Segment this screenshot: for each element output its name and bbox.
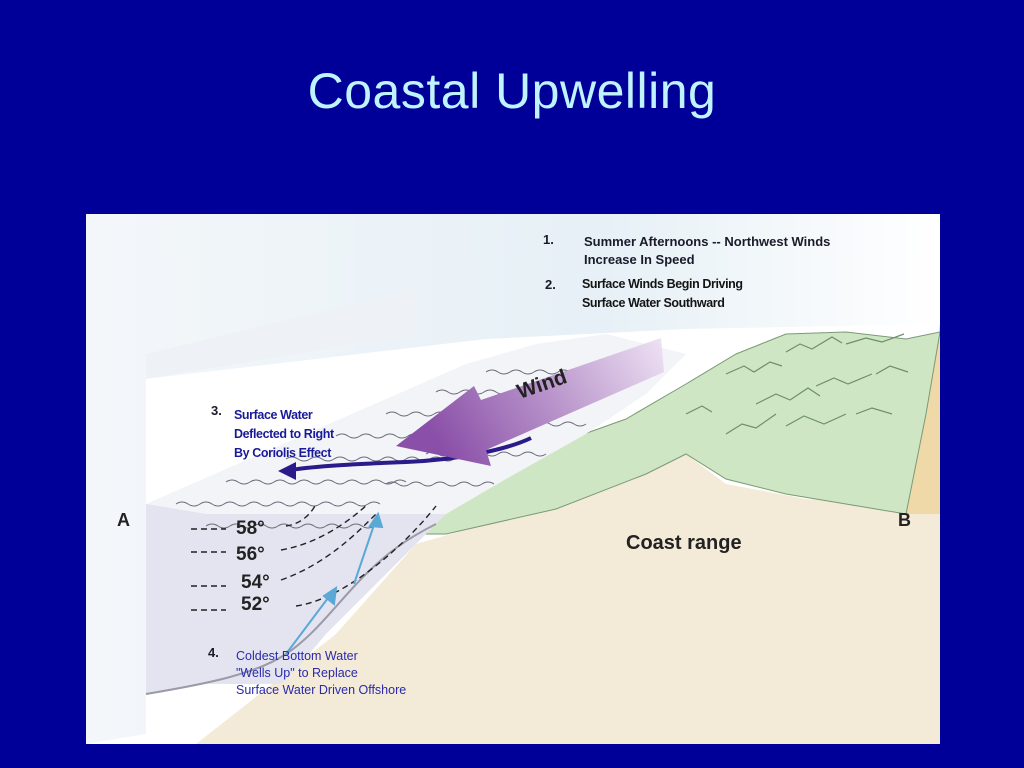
step-2-line-2: Surface Water Southward	[582, 296, 725, 310]
isotherm-lines	[191, 503, 437, 611]
step-2-number: 2.	[545, 277, 556, 292]
step-3-line-3: By Coriolis Effect	[234, 446, 331, 460]
land-side	[901, 324, 940, 514]
temp-52: 52°	[241, 594, 270, 615]
upwelling-arrows	[285, 511, 384, 655]
isotherm-58	[191, 503, 317, 530]
sea-floor	[145, 523, 437, 695]
step-4-text: Coldest Bottom Water "Wells Up" to Repla…	[236, 648, 406, 699]
step-1-number: 1.	[543, 232, 554, 247]
step-3-text: Surface Water Deflected to Right By Cori…	[234, 406, 334, 463]
isotherm-54	[191, 513, 377, 587]
step-4-line-2: "Wells Up" to Replace	[236, 666, 358, 680]
surface-current-arrow	[278, 436, 532, 480]
left-wall	[146, 289, 416, 379]
wind-arrow	[396, 338, 664, 466]
step-4-line-3: Surface Water Driven Offshore	[236, 683, 407, 697]
isotherm-52	[191, 505, 437, 611]
step-4-number: 4.	[208, 645, 219, 660]
step-3-number: 3.	[211, 403, 222, 418]
diagram-illustration	[86, 214, 940, 744]
isotherm-56	[191, 503, 369, 553]
slide-title: Coastal Upwelling	[307, 63, 717, 119]
coast-range-label: Coast range	[626, 532, 742, 554]
edge-label-b: B	[898, 510, 911, 530]
step-1-text: Summer Afternoons -- Northwest Winds Inc…	[584, 233, 830, 269]
step-2-text: Surface Winds Begin Driving Surface Wate…	[582, 275, 743, 313]
edge-label-a: A	[117, 510, 130, 530]
temp-54: 54°	[241, 572, 270, 593]
step-3-line-2: Deflected to Right	[234, 427, 334, 441]
step-1-line-2: Increase In Speed	[584, 252, 695, 267]
step-2-line-1: Surface Winds Begin Driving	[582, 277, 743, 291]
step-4-line-1: Coldest Bottom Water	[236, 649, 358, 663]
upwelling-diagram: 1. Summer Afternoons -- Northwest Winds …	[86, 214, 940, 744]
temp-56: 56°	[236, 544, 265, 565]
step-1-line-1: Summer Afternoons -- Northwest Winds	[584, 234, 831, 249]
step-3-line-1: Surface Water	[234, 408, 313, 422]
hill-ridges	[685, 333, 909, 435]
temp-58: 58°	[236, 518, 265, 539]
land-block	[196, 454, 940, 744]
